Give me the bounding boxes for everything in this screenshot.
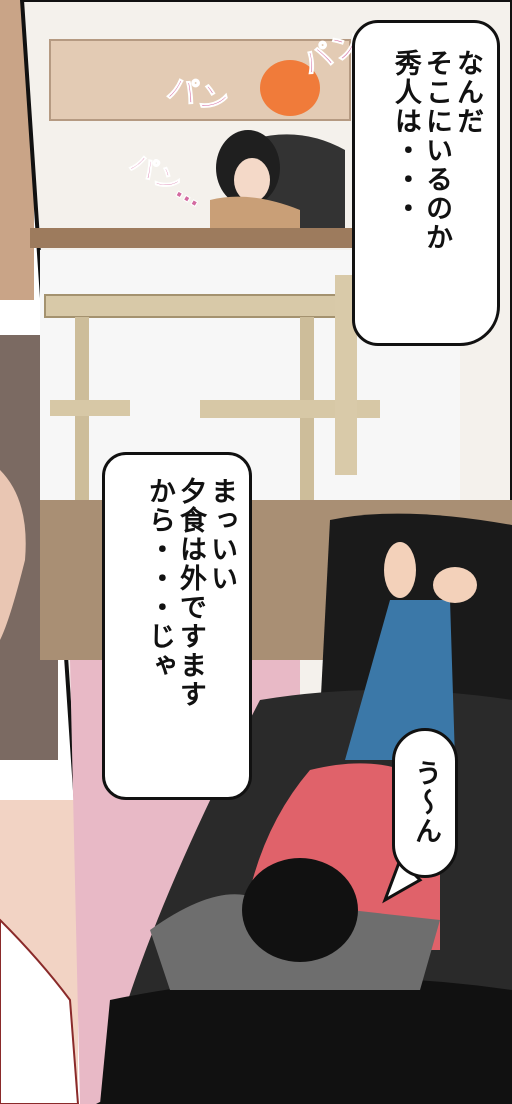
left-face-detail <box>0 470 26 640</box>
kitchen-counter <box>30 228 360 248</box>
speech-text-top: なんだ そこにいるのか 秀人は・・・ <box>389 49 483 252</box>
boy-legs <box>345 600 455 760</box>
woman-face <box>234 158 270 202</box>
speech-bubble-small: う～ん <box>392 728 458 878</box>
chair-left-seat <box>50 400 130 416</box>
boy-foot-left <box>384 542 416 598</box>
speech-text-small: う～ん <box>410 759 441 846</box>
speech-bubble-middle: まっいい 夕食は外ですます から・・・じゃ <box>102 452 252 800</box>
sofa-front <box>100 977 512 1104</box>
man-hair <box>260 60 320 116</box>
left-mouth-detail <box>0 918 80 1104</box>
speech-bubble-top: なんだ そこにいるのか 秀人は・・・ <box>352 20 500 346</box>
woman-body <box>210 196 300 228</box>
table-leg-left <box>75 317 89 537</box>
chair-right-back <box>335 275 357 475</box>
speech-text-middle: まっいい 夕食は外ですます から・・・じゃ <box>143 477 237 709</box>
boy-head <box>242 858 358 962</box>
boy-lying <box>150 542 477 990</box>
couple-background <box>210 60 345 228</box>
boy-foot-right <box>433 567 477 603</box>
